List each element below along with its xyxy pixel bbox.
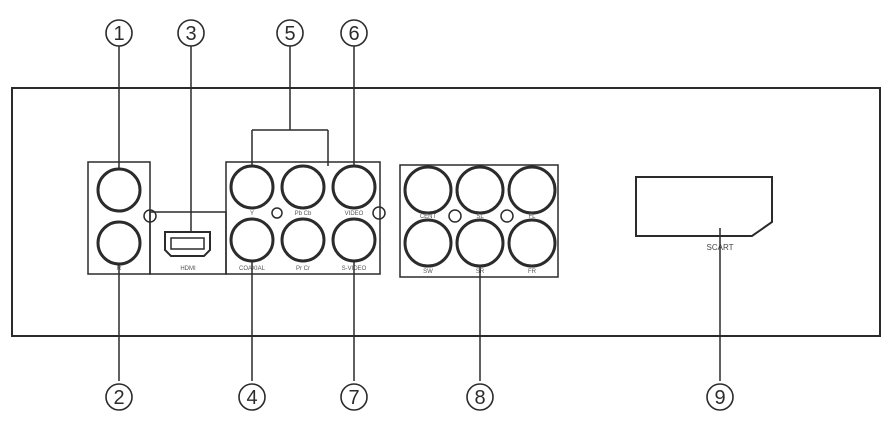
callout-2: 2: [113, 387, 124, 409]
callout-7: 7: [348, 387, 359, 409]
callout-circle-9: [706, 383, 734, 411]
audio-lr-block: R: [87, 161, 157, 275]
coaxial-jack: [229, 217, 275, 263]
component-pb-jack: [280, 164, 326, 210]
callout-circle-5: [276, 19, 304, 47]
leader-5: [251, 46, 329, 166]
surround-51-block: CENT SL FL SW SR FR: [399, 164, 559, 278]
sl-label: SL: [476, 214, 484, 220]
scart-port: [635, 176, 773, 237]
surround-screw-right: [500, 209, 514, 223]
hdmi-port: [164, 231, 211, 257]
callouts: 1 2 3 4 5 6 7 8 9: [105, 19, 734, 411]
video-component-block: Y Pb Cb VIDEO COAXIAL Pr Cr S-VIDEO: [225, 161, 386, 275]
sw-jack: [403, 218, 453, 268]
audio-right-jack: [96, 220, 142, 266]
s-video-jack: [331, 217, 377, 263]
callout-circle-3: [177, 19, 205, 47]
hdmi-block: HDMI: [149, 211, 227, 275]
cent-jack: [403, 165, 453, 215]
fl-label: FL: [528, 214, 536, 220]
callout-circle-2: [105, 383, 133, 411]
hdmi-label: HDMI: [180, 266, 196, 272]
sw-label: SW: [423, 269, 433, 275]
surround-housing: [399, 164, 559, 278]
component-y-label: Y: [250, 211, 254, 217]
component-y-jack: [229, 164, 275, 210]
hdmi-port-inner: [170, 237, 205, 250]
fl-jack: [507, 165, 557, 215]
callout-circle-8: [466, 383, 494, 411]
callout-3: 3: [185, 23, 196, 45]
callout-circle-7: [340, 383, 368, 411]
fr-label: FR: [528, 269, 537, 275]
audio-left-jack: [96, 167, 142, 213]
callout-circle-1: [105, 19, 133, 47]
callout-circle-4: [238, 383, 266, 411]
rear-panel-outline: [11, 87, 881, 337]
callout-1: 1: [113, 23, 124, 45]
sr-jack: [455, 218, 505, 268]
video-screw-left: [271, 207, 283, 219]
sl-jack: [455, 165, 505, 215]
component-pr-label: Pr Cr: [296, 266, 310, 272]
scart-block: SCART: [635, 176, 773, 252]
component-pb-label: Pb Cb: [295, 211, 312, 217]
video-screw-right: [372, 206, 386, 220]
callout-9: 9: [714, 387, 725, 409]
callout-circle-6: [340, 19, 368, 47]
leader-lines: [118, 46, 721, 381]
callout-5: 5: [284, 23, 295, 45]
component-pr-jack: [280, 217, 326, 263]
video-component-housing: [225, 161, 381, 275]
video-jack: [331, 164, 377, 210]
fr-jack: [507, 218, 557, 268]
hdmi-housing: [149, 211, 227, 275]
callout-6: 6: [348, 23, 359, 45]
callout-4: 4: [246, 387, 257, 409]
callout-8: 8: [474, 387, 485, 409]
surround-screw-left: [448, 209, 462, 223]
video-label: VIDEO: [345, 211, 364, 217]
cent-label: CENT: [420, 214, 437, 220]
